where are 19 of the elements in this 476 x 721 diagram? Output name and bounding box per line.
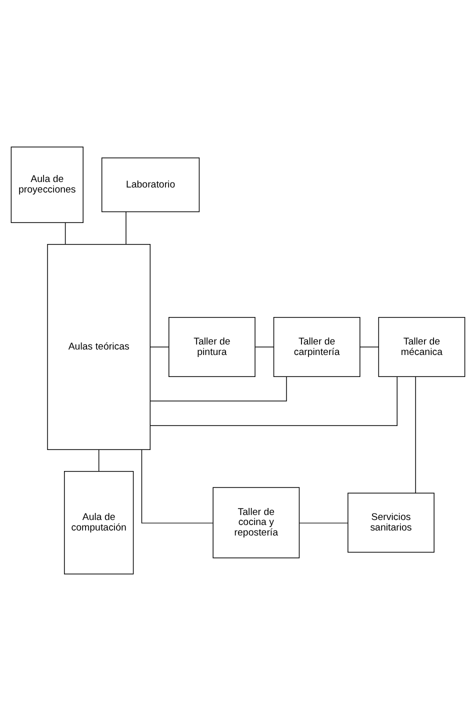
connector	[98, 449, 100, 472]
node-box: Taller de carpintería	[273, 317, 360, 377]
node-box: Taller de cocina y repostería	[212, 487, 300, 558]
node-box: Laboratorio	[101, 157, 200, 212]
connector	[150, 376, 287, 402]
node-box: Taller de mécanica	[378, 317, 466, 377]
connector	[299, 522, 348, 524]
connector	[254, 346, 274, 348]
node-box: Servicios sanitarios	[348, 492, 434, 553]
connector	[141, 449, 214, 524]
node-box: Aulas teóricas	[47, 244, 151, 450]
connector	[64, 222, 66, 245]
node-box: Aula de proyecciones	[10, 146, 84, 224]
connector	[415, 376, 416, 494]
node-box: Taller de pintura	[168, 317, 256, 377]
connector	[150, 376, 398, 426]
connector	[150, 346, 169, 348]
node-box: Aula de computación	[64, 471, 134, 574]
connector	[360, 346, 379, 348]
